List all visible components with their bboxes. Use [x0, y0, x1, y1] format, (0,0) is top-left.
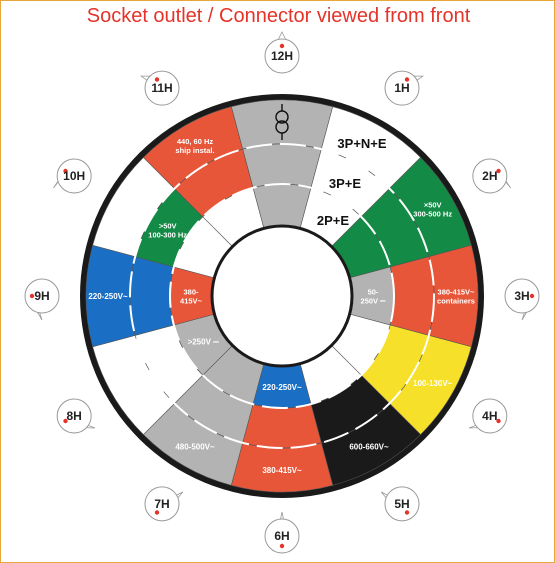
pin-dot: [63, 168, 68, 174]
pin-dot: [154, 77, 160, 82]
segment-label-ring0-8h: >250V ═: [188, 338, 220, 347]
clock-position-5h: 5H: [380, 486, 420, 522]
clock-label: 5H: [394, 497, 409, 511]
clock-position-2h: 2H: [472, 158, 511, 194]
transformer-icon: [275, 104, 289, 140]
pin-dot: [496, 418, 501, 424]
clock-position-3h: 3H: [504, 278, 540, 321]
clock-position-11h: 11H: [139, 70, 180, 106]
segment-label-ring2-6h: 380-415V~: [262, 466, 302, 475]
segment-label-ring0-3h: 50-250V ═: [361, 288, 387, 306]
ring-type-label-2: 2P+E: [317, 213, 349, 228]
pin-dot: [279, 43, 285, 49]
pin-dot: [29, 293, 35, 299]
segment-ring1-9h: [129, 256, 175, 336]
clock-label: 2H: [482, 169, 497, 183]
ring-divider-1: [129, 143, 435, 449]
segment-ring1-3h: [389, 256, 435, 336]
pin-dot: [496, 168, 501, 174]
clock-label: 3H: [514, 289, 529, 303]
page-title: Socket outlet / Connector viewed from fr…: [86, 5, 471, 27]
segment-label-ring0-9h: 380-415V~: [180, 288, 203, 306]
clock-position-9h: 9H: [24, 278, 60, 321]
segment-label-ring2-9h: 220-250V~: [88, 292, 128, 301]
pin-dot: [279, 543, 285, 549]
center-hub: [210, 224, 354, 368]
clock-position-8h: 8H: [56, 398, 96, 434]
clock-position-7h: 7H: [144, 486, 184, 522]
clock-label: 8H: [66, 409, 81, 423]
segment-label-ring2-4h: 100-130V~: [413, 379, 453, 388]
clock-label: 9H: [34, 289, 49, 303]
clock-label: 11H: [151, 81, 172, 95]
pin-dot: [63, 418, 68, 424]
clock-label: 1H: [394, 81, 409, 95]
pin-dot: [404, 510, 410, 515]
clock-position-1h: 1H: [384, 70, 425, 106]
segment-ring1-6h: [242, 403, 322, 449]
clock-label: 10H: [63, 169, 85, 183]
clock-label: 6H: [274, 529, 289, 543]
ring-type-label-0: 3P+N+E: [337, 136, 386, 151]
ring-divider-0: [169, 183, 395, 409]
segment-ring1-12h: [242, 143, 322, 189]
segment-label-ring2-3h: 380-415V~containers: [437, 288, 475, 306]
pin-dot: [154, 510, 160, 515]
clock-label: 12H: [271, 49, 293, 63]
clock-label: 4H: [482, 409, 497, 423]
clock-position-10h: 10H: [53, 158, 92, 194]
segment-label-ring2-7h: 480-500V~: [175, 443, 215, 452]
segment-label-ring0-6h: 220-250V~: [262, 383, 302, 392]
ring-type-label-1: 3P+E: [329, 176, 361, 191]
pin-dot: [529, 293, 535, 299]
pin-dot: [404, 77, 410, 82]
clock-label: 7H: [154, 497, 169, 511]
segment-label-ring2-5h: 600-660V~: [349, 443, 389, 452]
clock-position-6h: 6H: [264, 511, 300, 554]
clock-position-4h: 4H: [468, 398, 508, 434]
segment-label-ring0-4h: 277V~: [349, 338, 373, 347]
clock-position-12h: 12H: [264, 31, 300, 74]
